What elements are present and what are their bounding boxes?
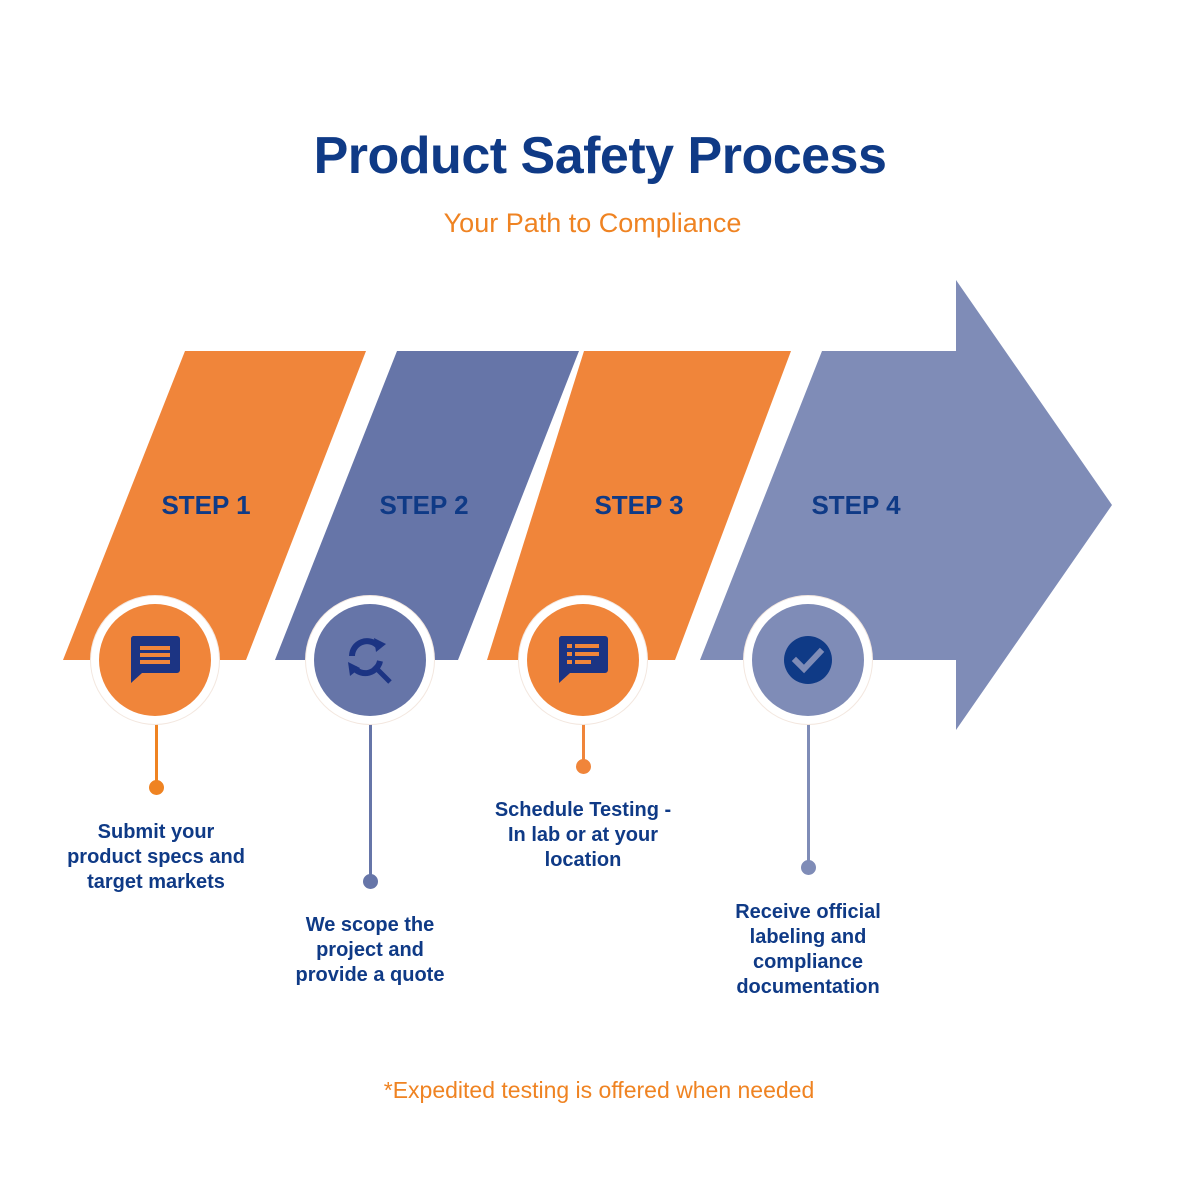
- step-3-band: [487, 351, 791, 660]
- step-3-description-line: location: [544, 849, 622, 871]
- step-1-band: [63, 351, 366, 660]
- step-2-description-line: project and: [316, 939, 424, 961]
- step-1-description-line: target markets: [87, 871, 225, 893]
- step-3-label: STEP 3: [594, 490, 684, 520]
- refresh-search-icon: [348, 638, 392, 684]
- step-2-description-line: provide a quote: [295, 964, 445, 986]
- step-4-description: Receive official labeling and compliance…: [688, 900, 928, 1000]
- step-3-description-line: Schedule Testing -: [494, 799, 672, 821]
- step-2-description-line: We scope the: [305, 914, 435, 936]
- step-4-connector: [806, 724, 810, 867]
- step-4-icon-badge: [744, 596, 872, 724]
- step-4-description-line: Receive official: [735, 901, 881, 923]
- step-1-description-line: product specs and: [67, 846, 245, 868]
- page-subtitle: Your Path to Compliance: [443, 208, 742, 238]
- step-2-icon-badge: [306, 596, 434, 724]
- step-1-dot: [148, 779, 164, 795]
- step-2-connector: [368, 724, 372, 880]
- step-2-description: We scope the project and provide a quote: [250, 913, 490, 988]
- step-2-label: STEP 2: [379, 490, 469, 520]
- chat-lines-icon: [130, 636, 180, 683]
- step-3-description: Schedule Testing - In lab or at your loc…: [463, 798, 703, 873]
- step-3-description-line: In lab or at your: [507, 824, 659, 846]
- step-4-description-line: compliance: [752, 951, 864, 973]
- check-circle-icon: [784, 636, 832, 684]
- step-3-connector: [581, 724, 585, 766]
- page-title: Product Safety Process: [313, 127, 887, 185]
- step-1-label: STEP 1: [161, 490, 251, 520]
- step-4-label: STEP 4: [811, 490, 901, 520]
- step-1-description: Submit your product specs and target mar…: [36, 820, 276, 895]
- step-1-description-line: Submit your: [97, 821, 215, 843]
- chat-list-icon: [558, 636, 608, 683]
- footnote: *Expedited testing is offered when neede…: [383, 1077, 815, 1103]
- step-4-dot: [800, 859, 816, 875]
- step-2-dot: [362, 873, 378, 889]
- step-4-description-line: documentation: [736, 976, 880, 998]
- step-3-dot: [575, 758, 591, 774]
- step-2-band: [275, 351, 579, 660]
- step-4-description-line: labeling and: [749, 926, 867, 948]
- step-1-icon-badge: [91, 596, 219, 724]
- step-3-icon-badge: [519, 596, 647, 724]
- step-1-connector: [154, 724, 158, 786]
